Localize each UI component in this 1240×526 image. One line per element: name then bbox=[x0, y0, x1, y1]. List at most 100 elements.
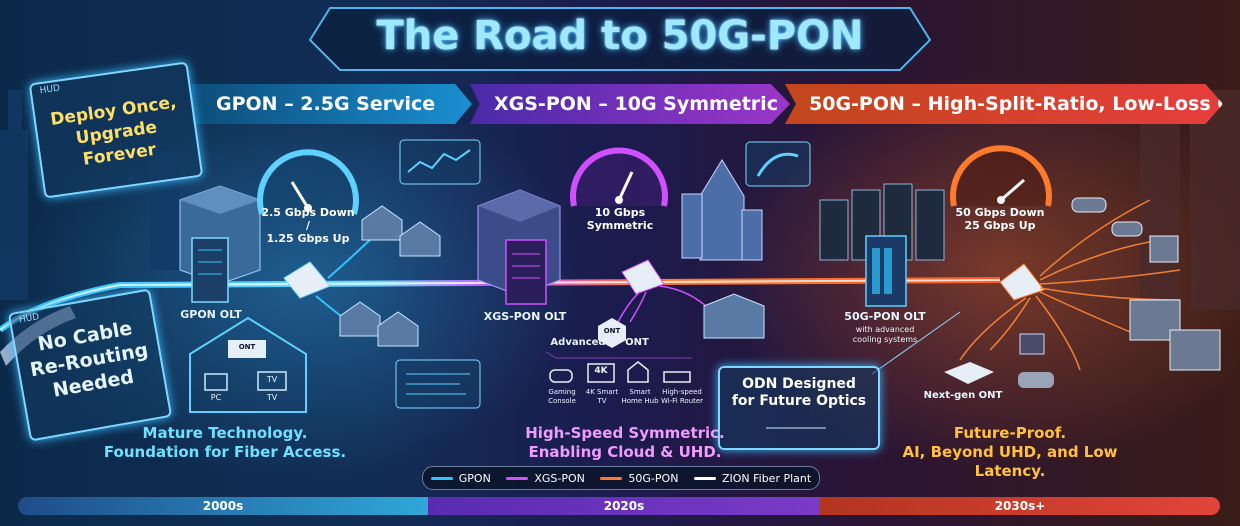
50g-olt-sub1: with advanced bbox=[855, 325, 915, 334]
gpon-houses bbox=[339, 205, 441, 347]
legend-label-xgs: XGS-PON bbox=[534, 471, 585, 485]
legend-swatch-xgs bbox=[506, 476, 529, 480]
xgs-speed-label: 10 Gbps Symmetric bbox=[570, 206, 670, 232]
banner-gpon: GPON – 2.5G Service bbox=[192, 84, 472, 124]
legend-label-zion: ZION Fiber Plant bbox=[721, 471, 812, 485]
tv-screen-label: TV bbox=[266, 375, 278, 384]
device-smart-tv-l1: 4K Smart bbox=[585, 388, 619, 396]
xgs-towers bbox=[681, 159, 763, 261]
hud-no-cable-text: No Cable Re-Routing Needed bbox=[18, 313, 160, 407]
olt-50g-cabinet bbox=[865, 235, 907, 307]
hud-odn: ODN Designed for Future Optics bbox=[718, 366, 880, 450]
xgs-drops bbox=[617, 285, 711, 323]
hud-deploy-text: Deploy Once, Upgrade Forever bbox=[43, 91, 191, 176]
title-frame bbox=[308, 7, 932, 71]
gpon-speed-label: 2.5 Gbps Down / 1.25 Gbps Up bbox=[258, 206, 358, 245]
next-gen-ont-device bbox=[944, 333, 1054, 388]
page-title: The Road to 50G-PON bbox=[376, 13, 864, 59]
advanced-label: Advanced bbox=[550, 337, 606, 348]
footer-xgs-line1: High-Speed Symmetric. bbox=[525, 424, 725, 442]
gpon-splitter bbox=[283, 261, 331, 299]
xgs-speed-line1: 10 Gbps bbox=[594, 206, 646, 219]
ont-hex-label: ONT bbox=[603, 327, 621, 335]
ont-label: ONT bbox=[625, 337, 649, 348]
legend-item-50g: 50G-PON bbox=[600, 472, 678, 485]
xgs-olt-cabinet bbox=[505, 239, 547, 305]
50g-speed-line1: 50 Gbps Down bbox=[955, 206, 1045, 219]
device-gaming-l2: Console bbox=[548, 397, 576, 405]
gpon-speed-line2: 1.25 Gbps Up bbox=[266, 232, 350, 245]
device-wifi-router: High-speed Wi-Fi Router bbox=[654, 388, 710, 406]
50g-gauge bbox=[950, 145, 1052, 207]
xgs-home-building bbox=[703, 293, 765, 339]
pc-label: PC bbox=[210, 393, 222, 402]
xgs-speed-line2: Symmetric bbox=[586, 219, 654, 232]
ont-box-gpon bbox=[228, 340, 266, 358]
legend-swatch-gpon bbox=[430, 476, 453, 480]
next-gen-ont-label: Next-gen ONT bbox=[923, 390, 1003, 401]
50g-olt-label: 50G-PON OLT bbox=[844, 310, 926, 323]
footer-50g-line1: Future-Proof. bbox=[953, 424, 1067, 442]
gpon-olt-cabinet bbox=[191, 237, 229, 303]
ont-box-label: ONT bbox=[238, 343, 256, 351]
smart-hub-icon bbox=[627, 361, 649, 383]
footer-gpon: Mature Technology. Foundation for Fiber … bbox=[100, 424, 350, 462]
banner-50g-pon: 50G-PON – High-Split-Ratio, Low-Loss ODN bbox=[785, 84, 1223, 124]
gpon-olt-label: GPON OLT bbox=[180, 308, 242, 321]
device-wifi-router-l2: Wi-Fi Router bbox=[660, 397, 704, 405]
device-wifi-router-l1: High-speed bbox=[662, 388, 702, 396]
footer-xgs: High-Speed Symmetric. Enabling Cloud & U… bbox=[510, 424, 740, 462]
legend-item-xgs: XGS-PON bbox=[506, 472, 585, 485]
hud-tag: HUD bbox=[18, 312, 41, 326]
timeline-2020s: 2020s bbox=[428, 497, 820, 515]
odn-text: ODN Designed for Future Optics bbox=[724, 376, 874, 410]
gaming-console-icon bbox=[549, 369, 573, 383]
ont-hex-xgs bbox=[598, 318, 626, 348]
xgs-splitter bbox=[621, 259, 665, 295]
device-smart-tv: 4K Smart TV bbox=[574, 388, 630, 406]
device-smart-hub: Smart Home Hub bbox=[612, 388, 668, 406]
footer-gpon-line1: Mature Technology. bbox=[142, 424, 308, 442]
smart-tv-icon bbox=[587, 363, 615, 383]
legend-item-gpon: GPON bbox=[430, 471, 491, 485]
device-smart-hub-l1: Smart bbox=[629, 388, 651, 396]
legend-label-gpon: GPON bbox=[458, 471, 491, 485]
pc-icon bbox=[204, 373, 228, 391]
4k-label: 4K bbox=[594, 366, 608, 376]
footer-gpon-line2: Foundation for Fiber Access. bbox=[103, 443, 347, 461]
device-gaming: Gaming Console bbox=[534, 388, 590, 406]
right-skyline bbox=[1140, 90, 1240, 310]
timeline-2030s: 2030s+ bbox=[820, 497, 1220, 515]
tv-label: TV bbox=[266, 393, 278, 402]
device-smart-hub-l2: Home Hub bbox=[621, 397, 659, 405]
hud-tag: HUD bbox=[39, 83, 61, 97]
xgs-olt-label: XGS-PON OLT bbox=[483, 310, 567, 323]
gpon-gauge bbox=[257, 149, 359, 215]
tv-icon bbox=[257, 371, 287, 391]
fiber-hud bbox=[745, 141, 811, 187]
hud-no-cable: HUD No Cable Re-Routing Needed bbox=[7, 288, 173, 442]
device-smart-tv-l2: TV bbox=[597, 397, 607, 405]
50g-speed-line2: 25 Gbps Up bbox=[964, 219, 1036, 232]
wifi-router-icon bbox=[663, 371, 691, 383]
right-devices bbox=[1071, 197, 1221, 371]
legend: GPON XGS-PON 50G-PON ZION Fiber Plant bbox=[422, 466, 820, 490]
footer-50g-line2: AI, Beyond UHD, and Low Latency. bbox=[902, 443, 1118, 480]
hud-deploy-once: HUD Deploy Once, Upgrade Forever bbox=[28, 61, 204, 199]
odn-line2: for Future Optics bbox=[731, 393, 867, 409]
xgs-gauge bbox=[570, 147, 668, 207]
50g-speed-label: 50 Gbps Down 25 Gbps Up bbox=[950, 206, 1050, 232]
banner-xgs-pon: XGS-PON – 10G Symmetric bbox=[470, 84, 790, 124]
footer-xgs-line2: Enabling Cloud & UHD. bbox=[528, 443, 722, 461]
legend-swatch-zion bbox=[693, 476, 716, 480]
legend-label-50g: 50G-PON bbox=[628, 471, 679, 485]
odn-line1: ODN Designed bbox=[742, 376, 856, 392]
legend-item-zion: ZION Fiber Plant bbox=[693, 471, 812, 485]
home-outline bbox=[189, 316, 307, 413]
timeline-2000s: 2000s bbox=[18, 497, 428, 515]
gpon-speed-line1: 2.5 Gbps Down / bbox=[261, 206, 355, 232]
device-gaming-l1: Gaming bbox=[548, 388, 576, 396]
legend-swatch-50g bbox=[600, 476, 623, 480]
50g-splitter bbox=[999, 263, 1045, 301]
